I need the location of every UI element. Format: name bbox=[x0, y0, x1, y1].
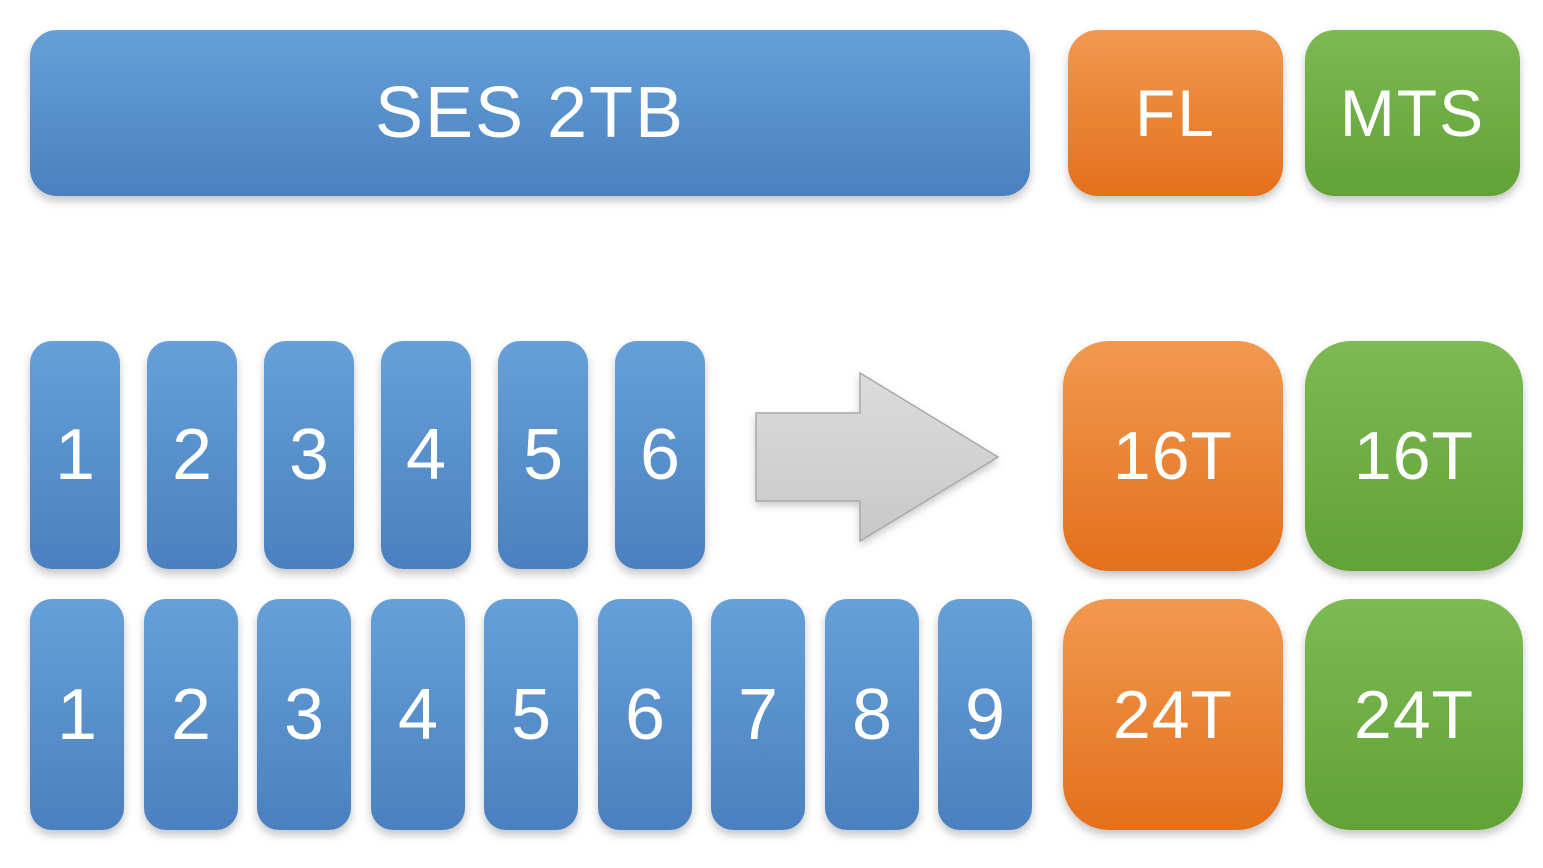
disk-slot-b3: 3 bbox=[257, 599, 351, 830]
disk-slot-4: 4 bbox=[381, 341, 471, 569]
fl-16t-label: 16T bbox=[1112, 418, 1234, 494]
mts-label: MTS bbox=[1339, 76, 1486, 150]
fl-header-box: FL bbox=[1068, 30, 1283, 196]
mts-24t-label: 24T bbox=[1353, 676, 1475, 753]
disk-slot-5: 5 bbox=[498, 341, 588, 569]
disk-slot-b1: 1 bbox=[30, 599, 124, 830]
fl-16t-box: 16T bbox=[1063, 341, 1283, 571]
fl-24t-box: 24T bbox=[1063, 599, 1283, 830]
ses-2tb-label: SES 2TB bbox=[374, 73, 686, 153]
disk-slot-b8: 8 bbox=[825, 599, 919, 830]
disk-slot-b7: 7 bbox=[711, 599, 805, 830]
disk-slot-b5: 5 bbox=[484, 599, 578, 830]
disk-slot-1: 1 bbox=[30, 341, 120, 569]
disk-slot-b2: 2 bbox=[144, 599, 238, 830]
mts-header-box: MTS bbox=[1305, 30, 1520, 196]
disk-slot-b9: 9 bbox=[938, 599, 1032, 830]
disk-slot-b6: 6 bbox=[598, 599, 692, 830]
disk-slot-6: 6 bbox=[615, 341, 705, 569]
mts-16t-box: 16T bbox=[1305, 341, 1523, 571]
disk-slot-b4: 4 bbox=[371, 599, 465, 830]
ses-2tb-header-box: SES 2TB bbox=[30, 30, 1030, 196]
right-arrow-icon bbox=[755, 372, 1000, 542]
disk-slot-3: 3 bbox=[264, 341, 354, 569]
mts-16t-label: 16T bbox=[1353, 418, 1475, 494]
fl-24t-label: 24T bbox=[1112, 676, 1234, 753]
disk-slot-2: 2 bbox=[147, 341, 237, 569]
fl-label: FL bbox=[1134, 76, 1217, 150]
mts-24t-box: 24T bbox=[1305, 599, 1523, 830]
